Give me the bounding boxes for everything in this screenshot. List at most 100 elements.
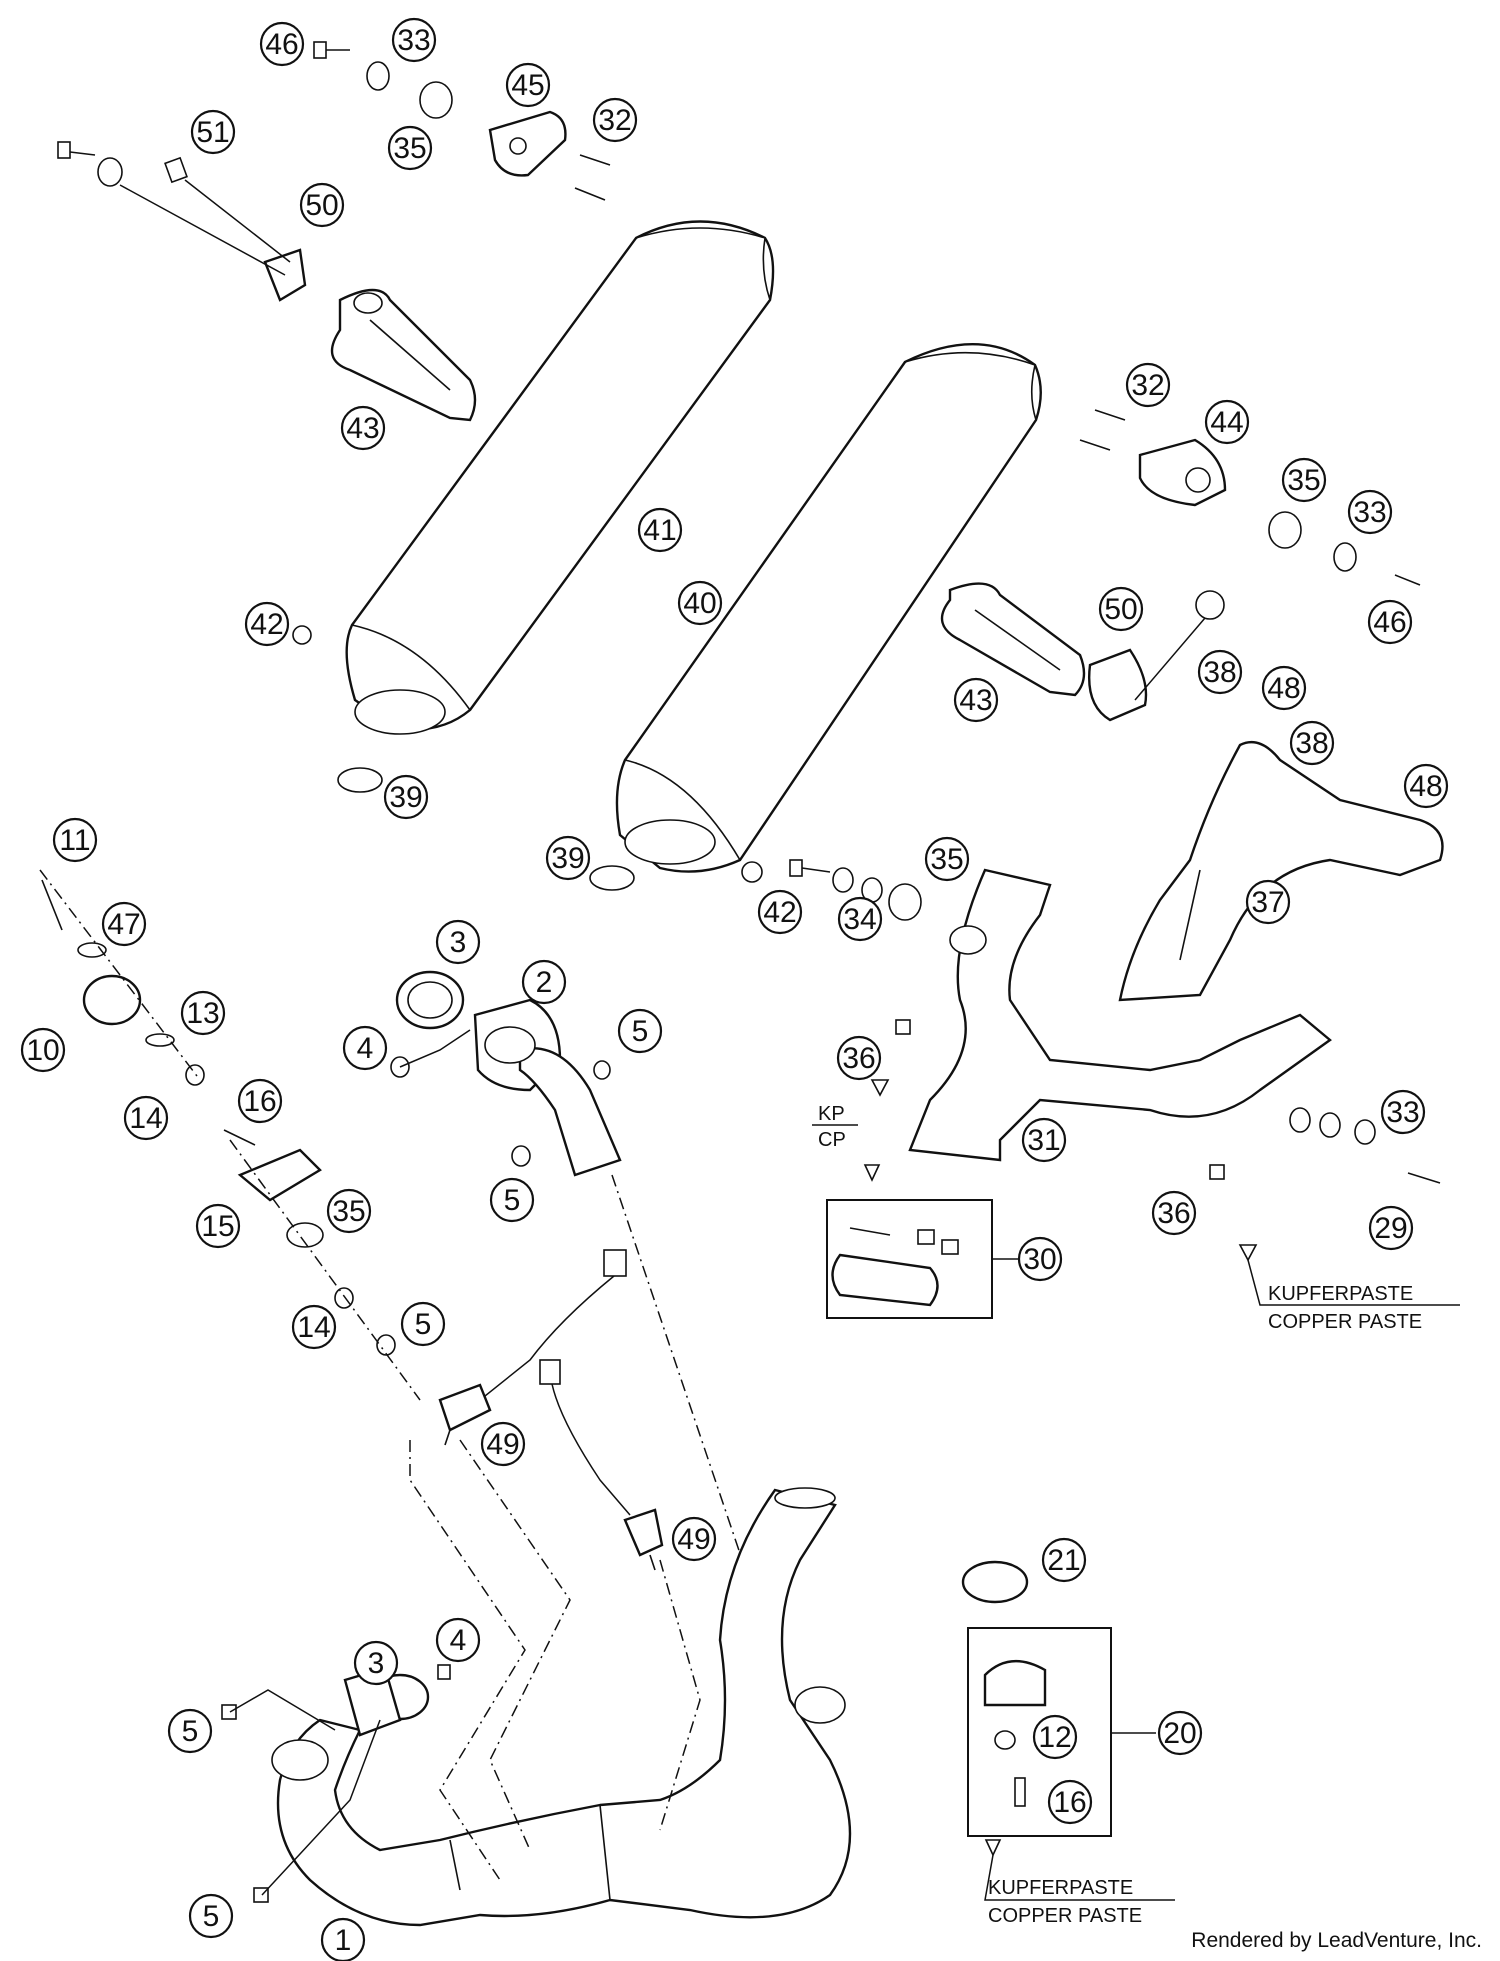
bolt-32-right-b <box>1079 439 1111 451</box>
bracket-50-right <box>1088 590 1225 722</box>
callout-label: 11 <box>59 824 90 857</box>
bolt-46-right <box>1394 574 1421 586</box>
callout-label: 50 <box>305 189 338 222</box>
callout-circle <box>353 1640 399 1686</box>
callout-label: 35 <box>930 843 963 876</box>
callout-label: 48 <box>1409 770 1442 803</box>
callout-circle <box>101 901 147 947</box>
callout-16: 16 <box>1047 1779 1093 1825</box>
callout-circle <box>953 677 999 723</box>
callout-label: 33 <box>1353 496 1386 529</box>
callout-label: 2 <box>536 966 553 999</box>
callout-circle <box>1261 665 1307 711</box>
callout-circle <box>1125 362 1171 408</box>
callout-label: 3 <box>368 1647 385 1680</box>
callout-5: 5 <box>188 1893 234 1939</box>
nut-4-lower <box>437 1664 451 1680</box>
footrest-bracket-37 <box>1118 740 1444 1002</box>
callout-circle <box>1041 1537 1087 1583</box>
callout-label: 32 <box>1131 369 1164 402</box>
callout-circle <box>1281 457 1327 503</box>
callout-12: 12 <box>1032 1714 1078 1760</box>
callout-label: 41 <box>643 514 676 547</box>
callout-circle <box>505 62 551 108</box>
callout-label: 4 <box>450 1624 467 1657</box>
callout-circle <box>1197 649 1243 695</box>
callout-label: 32 <box>598 104 631 137</box>
sleeve-21 <box>961 1560 1029 1604</box>
callout-48: 48 <box>1261 665 1307 711</box>
callout-15: 15 <box>195 1203 241 1249</box>
callout-42: 42 <box>244 601 290 647</box>
lambda-sensor-49-lower <box>539 1359 664 1571</box>
callout-5: 5 <box>167 1708 213 1754</box>
callout-5: 5 <box>617 1008 663 1054</box>
callout-46: 46 <box>1367 599 1413 645</box>
callout-label: 5 <box>415 1308 432 1341</box>
callout-circle <box>521 959 567 1005</box>
callout-label: 43 <box>346 412 379 445</box>
callout-35: 35 <box>326 1188 372 1234</box>
callout-32: 32 <box>1125 362 1171 408</box>
callout-4: 4 <box>342 1025 388 1071</box>
callout-circle <box>299 182 345 228</box>
kit-30-box <box>826 1199 1018 1319</box>
spacer-14-lower <box>334 1287 354 1309</box>
callout-38: 38 <box>1197 649 1243 695</box>
callout-circle <box>545 835 591 881</box>
callout-14: 14 <box>291 1304 337 1350</box>
callout-4: 4 <box>435 1617 481 1663</box>
callout-label: 20 <box>1163 1717 1196 1750</box>
callout-circle <box>320 1917 366 1961</box>
callout-circle <box>592 97 638 143</box>
copper-paste-leader-right <box>1247 1259 1460 1306</box>
callout-label: 51 <box>196 116 229 149</box>
washer-39-center <box>589 865 635 891</box>
copper-paste-leader-lower <box>984 1854 1175 1901</box>
spacer-14-upper <box>185 1064 205 1086</box>
callout-35: 35 <box>387 125 433 171</box>
callout-11: 11 <box>52 817 98 863</box>
callout-33: 33 <box>391 17 437 63</box>
callout-circle <box>180 990 226 1036</box>
callout-label: 35 <box>332 1195 365 1228</box>
note-kp: KP <box>818 1103 845 1125</box>
callout-label: 49 <box>486 1428 519 1461</box>
callout-circle <box>1021 1117 1067 1163</box>
callout-circle <box>435 1617 481 1663</box>
clip-51 <box>164 156 188 184</box>
callout-label: 34 <box>843 903 876 936</box>
callout-label: 36 <box>842 1042 875 1075</box>
callout-circle <box>1368 1205 1414 1251</box>
washer-33-right <box>1333 542 1357 572</box>
callout-circle <box>383 774 429 820</box>
bolt-32-upper-a <box>579 154 611 166</box>
callout-43: 43 <box>953 677 999 723</box>
callout-label: 42 <box>250 608 283 641</box>
callout-circle <box>167 1708 213 1754</box>
callout-label: 40 <box>683 587 716 620</box>
callout-33: 33 <box>1380 1089 1426 1135</box>
callout-circle <box>391 17 437 63</box>
flange-2 <box>473 998 622 1177</box>
callout-circle <box>259 21 305 67</box>
callout-circle <box>757 889 803 935</box>
grommet-35-right <box>1268 511 1302 549</box>
callout-29: 29 <box>1368 1205 1414 1251</box>
callout-circle <box>20 1027 66 1073</box>
callout-36: 36 <box>1151 1190 1197 1236</box>
callout-label: 38 <box>1295 727 1328 760</box>
callout-circle <box>1245 879 1291 925</box>
hanger-43-right <box>940 582 1086 697</box>
callout-45: 45 <box>505 62 551 108</box>
note-kupferpaste-lower: KUPFERPASTE <box>988 1877 1133 1899</box>
callout-43: 43 <box>340 405 386 451</box>
muffler-41 <box>345 220 775 735</box>
callout-49: 49 <box>480 1421 526 1467</box>
nut-5-flange-lower <box>511 1145 531 1167</box>
callout-label: 3 <box>450 926 467 959</box>
callout-label: 33 <box>1386 1096 1419 1129</box>
callout-label: 36 <box>1157 1197 1190 1230</box>
callout-circle <box>342 1025 388 1071</box>
bolt-16 <box>223 1129 256 1146</box>
